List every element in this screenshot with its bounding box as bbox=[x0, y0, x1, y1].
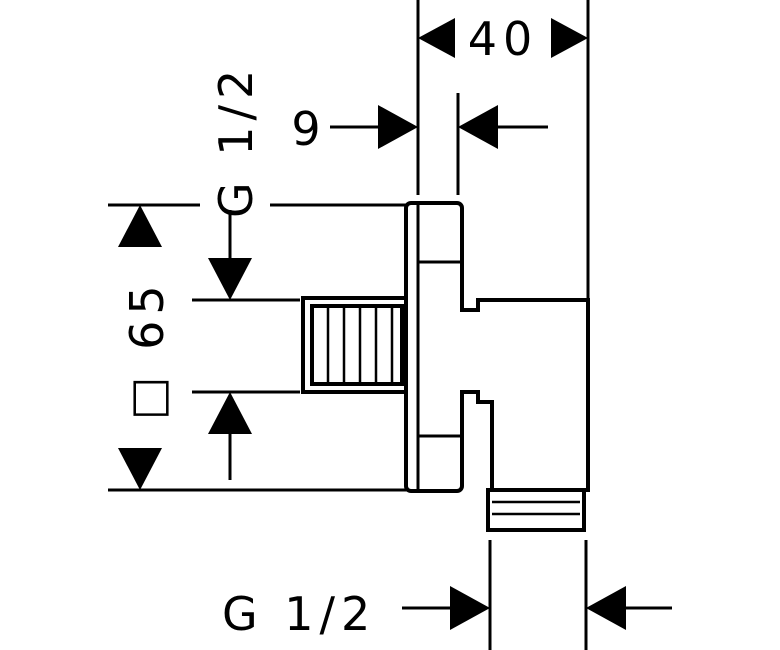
elbow-body bbox=[460, 298, 590, 492]
side-thread-label: G 1/2 bbox=[209, 64, 263, 218]
bottom-thread-label: G 1/2 bbox=[222, 587, 376, 641]
dimension-9-label: 9 bbox=[291, 102, 326, 156]
dimension-9: 9 bbox=[291, 93, 548, 195]
arrow-up-icon bbox=[208, 392, 252, 434]
threaded-stub-inner bbox=[310, 304, 404, 386]
dimension-side-thread: G 1/2 bbox=[192, 64, 410, 480]
arrow-right-icon bbox=[378, 105, 418, 149]
arrow-up-icon bbox=[118, 205, 162, 247]
dimension-40: 40 bbox=[416, 0, 590, 298]
arrow-right-icon bbox=[551, 18, 588, 58]
arrow-left-icon bbox=[586, 586, 626, 630]
flange-plate bbox=[404, 201, 464, 493]
dimension-40-label: 40 bbox=[468, 12, 539, 66]
arrow-right-icon bbox=[450, 586, 490, 630]
arrow-down-icon bbox=[118, 448, 162, 490]
dimension-square-65: □ 65 bbox=[108, 203, 418, 492]
dimension-bottom-thread: G 1/2 bbox=[222, 540, 672, 650]
square-65-label: □ 65 bbox=[120, 279, 174, 420]
bottom-outlet bbox=[486, 488, 586, 532]
arrow-down-icon bbox=[208, 258, 252, 300]
arrow-left-icon bbox=[458, 105, 498, 149]
arrow-left-icon bbox=[418, 18, 455, 58]
part-body bbox=[301, 201, 590, 532]
